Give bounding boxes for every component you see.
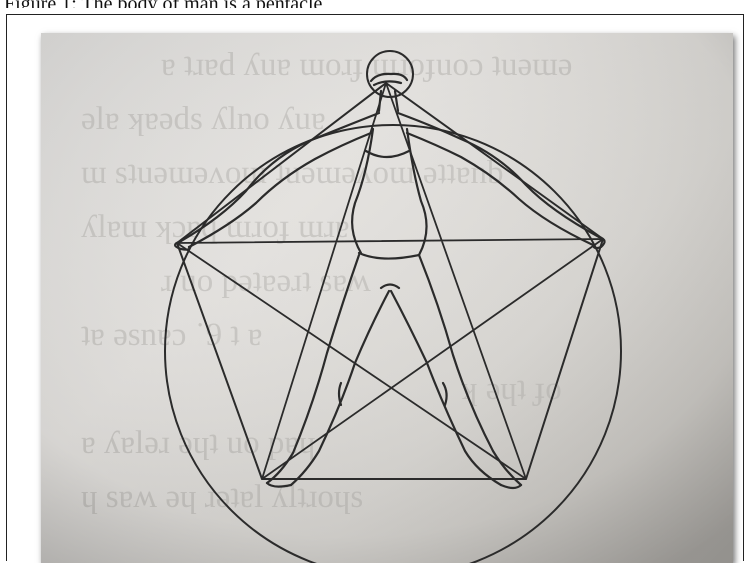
photo: ɐ ʇɹɐd ʎuɐ ɯoɹɟ ɯɹoɟuoɔ ʇuǝɯǝ ǝlɐ ʞɐǝds … [41,33,733,563]
figure-frame: ɐ ʇɹɐd ʎuɐ ɯoɹɟ ɯɹoɟuoɔ ʇuǝɯǝ ǝlɐ ʞɐǝds … [6,14,744,561]
pentagram-drawing: ɐ ʇɹɐd ʎuɐ ɯoɹɟ ɯɹoɟuoɔ ʇuǝɯǝ ǝlɐ ʞɐǝds … [41,33,733,563]
figure-caption: Figure 1: The body of man is a pentacle [4,0,322,8]
